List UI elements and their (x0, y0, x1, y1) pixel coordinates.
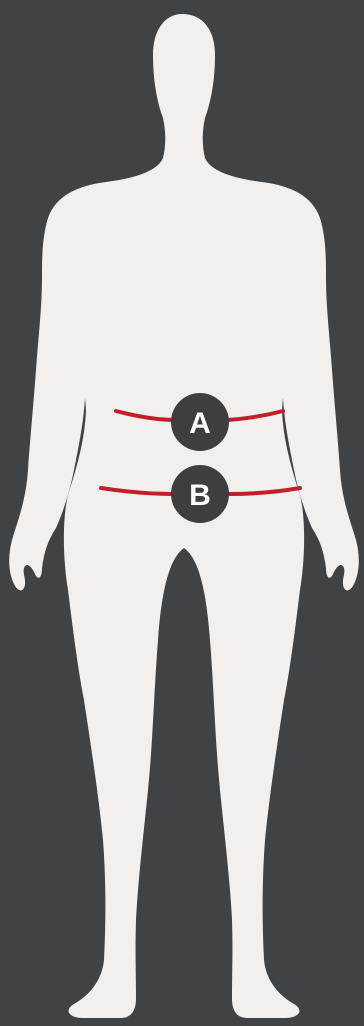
marker-a-label: A (189, 407, 211, 440)
marker-a: A (171, 393, 229, 451)
marker-b-label: B (189, 479, 211, 512)
marker-b: B (171, 465, 229, 523)
